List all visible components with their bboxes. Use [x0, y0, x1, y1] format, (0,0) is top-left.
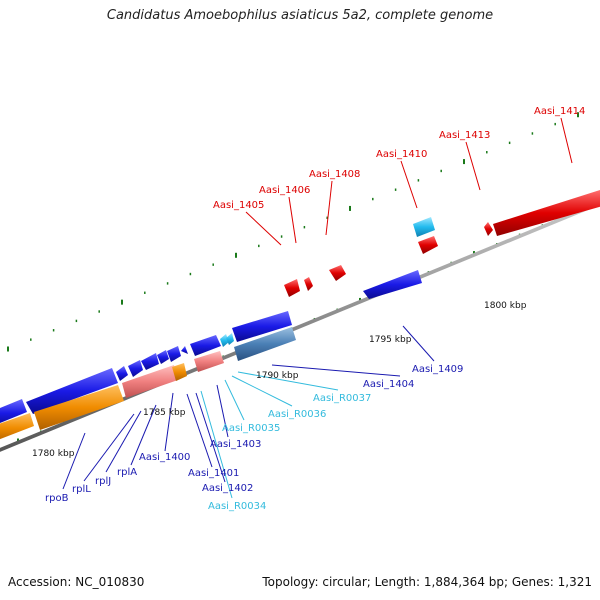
gene-rplJ: [128, 360, 143, 377]
gene-aasi-1405: [284, 279, 300, 297]
gene-orange-rna-2: [34, 385, 124, 430]
gene-label[interactable]: Aasi_1404: [363, 379, 414, 390]
gene-label[interactable]: Aasi_1414: [534, 106, 585, 117]
connector-line: [231, 375, 293, 407]
connector-line: [195, 392, 226, 483]
forward-strand-genes: [284, 190, 600, 297]
gene-label[interactable]: Aasi_1402: [202, 483, 253, 494]
connector-line: [402, 325, 435, 362]
connector-line: [186, 393, 213, 468]
connector-line: [83, 413, 135, 482]
gene-aasi-1402-small: [181, 346, 188, 354]
map-title: Candidatus Amoebophilus asiaticus 5a2, c…: [106, 8, 494, 23]
scale-labels: 1780 kbp 1785 kbp 1790 kbp 1795 kbp 1800 kbp: [32, 301, 527, 459]
connector-line: [237, 371, 339, 391]
gene-aasi-1400: [157, 350, 169, 364]
label-connectors: [62, 117, 573, 499]
gene-label[interactable]: rplA: [117, 467, 137, 478]
genome-summary-text: Topology: circular; Length: 1,884,364 bp…: [262, 575, 592, 589]
gene-salmon-rna-2: [194, 351, 224, 372]
gene-label[interactable]: Aasi_R0035: [222, 423, 280, 434]
gene-label[interactable]: Aasi_R0037: [313, 393, 371, 404]
gene-aasi-r0036: [226, 333, 234, 345]
scale-label: 1800 kbp: [484, 301, 527, 311]
gene-aasi-1414: [493, 190, 600, 236]
gene-label[interactable]: Aasi_1413: [439, 130, 490, 141]
connector-line: [288, 196, 297, 244]
connector-line: [325, 180, 333, 236]
gene-label[interactable]: Aasi_1410: [376, 149, 427, 160]
gene-label[interactable]: rpoB: [45, 493, 69, 504]
gene-label[interactable]: Aasi_R0036: [268, 409, 326, 420]
gene-label[interactable]: Aasi_1408: [309, 169, 360, 180]
gene-aasi-r-cyan: [413, 217, 435, 237]
gene-rpoB-part2: [26, 368, 118, 414]
forward-gene-labels: Aasi_1405 Aasi_1406 Aasi_1408 Aasi_1410 Aasi…: [213, 106, 585, 211]
tick-row-upper: [7, 112, 579, 352]
gene-label[interactable]: Aasi_1405: [213, 200, 264, 211]
gene-label[interactable]: Aasi_1403: [210, 439, 261, 450]
gene-rpoB-part1: [0, 399, 27, 423]
scale-label: 1790 kbp: [256, 371, 299, 381]
gene-aasi-1404: [232, 311, 292, 342]
gene-label[interactable]: Aasi_1409: [412, 364, 463, 375]
gene-label[interactable]: rplL: [72, 484, 91, 495]
gene-aasi-1403: [190, 335, 221, 356]
connector-line: [465, 141, 481, 191]
connector-line: [200, 390, 233, 499]
gene-rplA: [141, 353, 159, 370]
gene-label[interactable]: Aasi_R0034: [208, 501, 266, 512]
gene-aasi-1401: [167, 346, 181, 362]
gene-aasi-1408: [329, 265, 346, 281]
gene-aasi-1404-steel: [234, 327, 296, 361]
gene-aasi-1409: [363, 270, 422, 299]
gene-aasi-1406: [304, 277, 313, 291]
gene-rplL: [116, 366, 128, 381]
gene-label[interactable]: rplJ: [95, 476, 111, 487]
connector-line: [130, 404, 157, 466]
connector-line: [164, 392, 174, 452]
connector-line: [400, 160, 418, 209]
connector-line: [62, 432, 86, 490]
connector-line: [245, 211, 282, 246]
accession-text: Accession: NC_010830: [8, 575, 145, 589]
gene-aasi-1413: [484, 222, 493, 236]
gene-aasi-r0035: [220, 334, 229, 347]
gene-orange-rna-1: [0, 413, 34, 440]
connector-line: [105, 410, 142, 473]
gene-label[interactable]: Aasi_1401: [188, 468, 239, 479]
gene-orange-rna-3: [172, 363, 187, 381]
gene-salmon-rna: [122, 365, 178, 398]
gene-label[interactable]: Aasi_1406: [259, 185, 310, 196]
reverse-strand-genes: [0, 270, 422, 440]
gene-label[interactable]: Aasi_1400: [139, 452, 190, 463]
connector-line: [560, 117, 573, 164]
connector-line: [224, 379, 245, 421]
scale-label: 1785 kbp: [143, 408, 186, 418]
gene-aasi-1410: [418, 236, 438, 254]
scale-label: 1780 kbp: [32, 449, 75, 459]
reverse-gene-labels: rpoBrplLrplJrplAAasi_1400Aasi_1401Aasi_1…: [45, 364, 463, 512]
connector-line: [271, 364, 401, 377]
connector-line: [216, 384, 229, 438]
scale-label: 1795 kbp: [369, 335, 412, 345]
